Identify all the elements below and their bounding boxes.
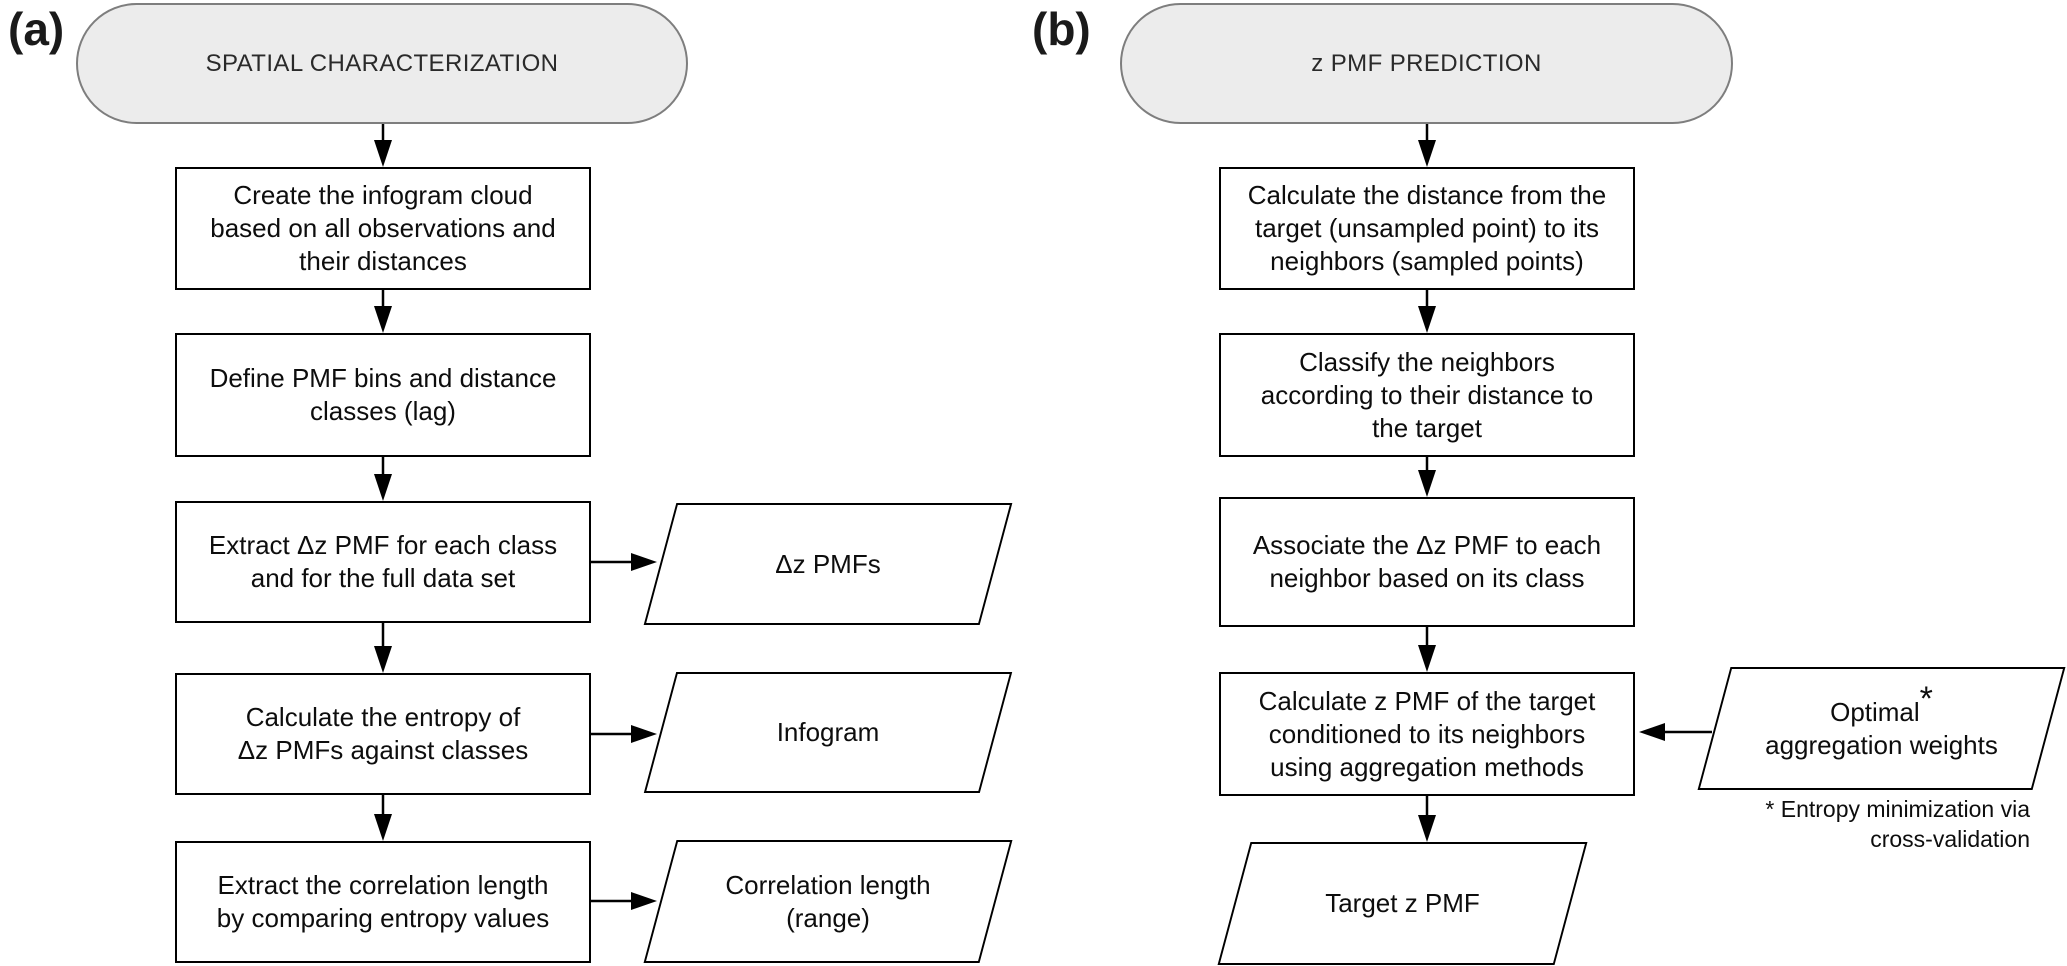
asterisk-superscript: *: [1919, 679, 1933, 718]
flow-arrow: [1418, 796, 1436, 842]
flow-arrow: [374, 623, 392, 673]
process-box-a-4: Calculate the entropy of Δz PMFs against…: [175, 673, 591, 795]
panel-a-title-terminator: SPATIAL CHARACTERIZATION: [76, 3, 688, 124]
flow-arrow: [591, 892, 657, 910]
process-box-b-1: Calculate the distance from the target (…: [1219, 167, 1635, 290]
panel-b-title-terminator: z PMF PREDICTION: [1120, 3, 1733, 124]
process-box-a-5-text: Extract the correlation length by compar…: [216, 870, 550, 933]
process-box-a-1: Create the infogram cloud based on all o…: [175, 167, 591, 290]
flow-arrow: [591, 553, 657, 571]
process-box-b-1-text: Calculate the distance from the target (…: [1247, 180, 1607, 276]
output-parallelogram-dz-pmfs: Δz PMFs: [643, 503, 1013, 625]
process-box-b-4-text: Calculate z PMF of the target conditione…: [1258, 685, 1596, 782]
flow-arrow: [1418, 124, 1436, 167]
process-box-b-4: Calculate z PMF of the target conditione…: [1219, 672, 1635, 796]
flow-arrow: [374, 795, 392, 841]
panel-b-title: z PMF PREDICTION: [1311, 49, 1542, 77]
aggregation-weights-text: Optimal* aggregation weights: [1714, 667, 2049, 790]
process-box-b-2: Classify the neighbors according to thei…: [1219, 333, 1635, 457]
process-box-a-3-text: Extract Δz PMF for each class and for th…: [208, 530, 558, 593]
process-box-b-3-text: Associate the Δz PMF to each neighbor ba…: [1252, 530, 1602, 593]
flow-arrow: [374, 457, 392, 501]
input-parallelogram-aggregation-weights: Optimal* aggregation weights: [1697, 667, 2066, 790]
process-box-a-5: Extract the correlation length by compar…: [175, 841, 591, 963]
aggregation-weights-line1: Optimal*: [1830, 679, 1933, 727]
process-box-b-2-text: Classify the neighbors according to thei…: [1260, 346, 1594, 443]
output-infogram-text: Infogram: [776, 717, 880, 747]
footnote: * Entropy minimization via cross-validat…: [1765, 796, 2030, 852]
flow-arrow: [1418, 290, 1436, 333]
flow-arrow: [1639, 723, 1712, 741]
flow-arrow: [1418, 627, 1436, 672]
flow-arrow: [374, 124, 392, 167]
output-parallelogram-target-z-pmf: Target z PMF: [1217, 842, 1588, 965]
process-box-a-2-text: Define PMF bins and distance classes (la…: [209, 363, 557, 426]
flow-arrow: [374, 290, 392, 333]
process-box-a-4-text: Calculate the entropy of Δz PMFs against…: [237, 702, 529, 765]
process-box-a-1-text: Create the infogram cloud based on all o…: [210, 180, 556, 276]
panel-a-title: SPATIAL CHARACTERIZATION: [205, 49, 559, 77]
output-dz-pmfs-text: Δz PMFs: [775, 548, 881, 579]
flow-arrow: [591, 725, 657, 743]
output-correlation-length-text: Correlation length (range): [725, 869, 931, 933]
process-box-b-3: Associate the Δz PMF to each neighbor ba…: [1219, 497, 1635, 627]
output-parallelogram-infogram: Infogram: [643, 672, 1013, 793]
output-parallelogram-correlation-length: Correlation length (range): [643, 840, 1013, 963]
aggregation-weights-line2: aggregation weights: [1765, 729, 1998, 760]
flow-arrow: [1418, 457, 1436, 497]
panel-b-label: (b): [1032, 3, 1091, 55]
process-box-a-2: Define PMF bins and distance classes (la…: [175, 333, 591, 457]
output-target-z-pmf-text: Target z PMF: [1325, 888, 1480, 918]
panel-a-label: (a): [8, 3, 65, 55]
process-box-a-3: Extract Δz PMF for each class and for th…: [175, 501, 591, 623]
